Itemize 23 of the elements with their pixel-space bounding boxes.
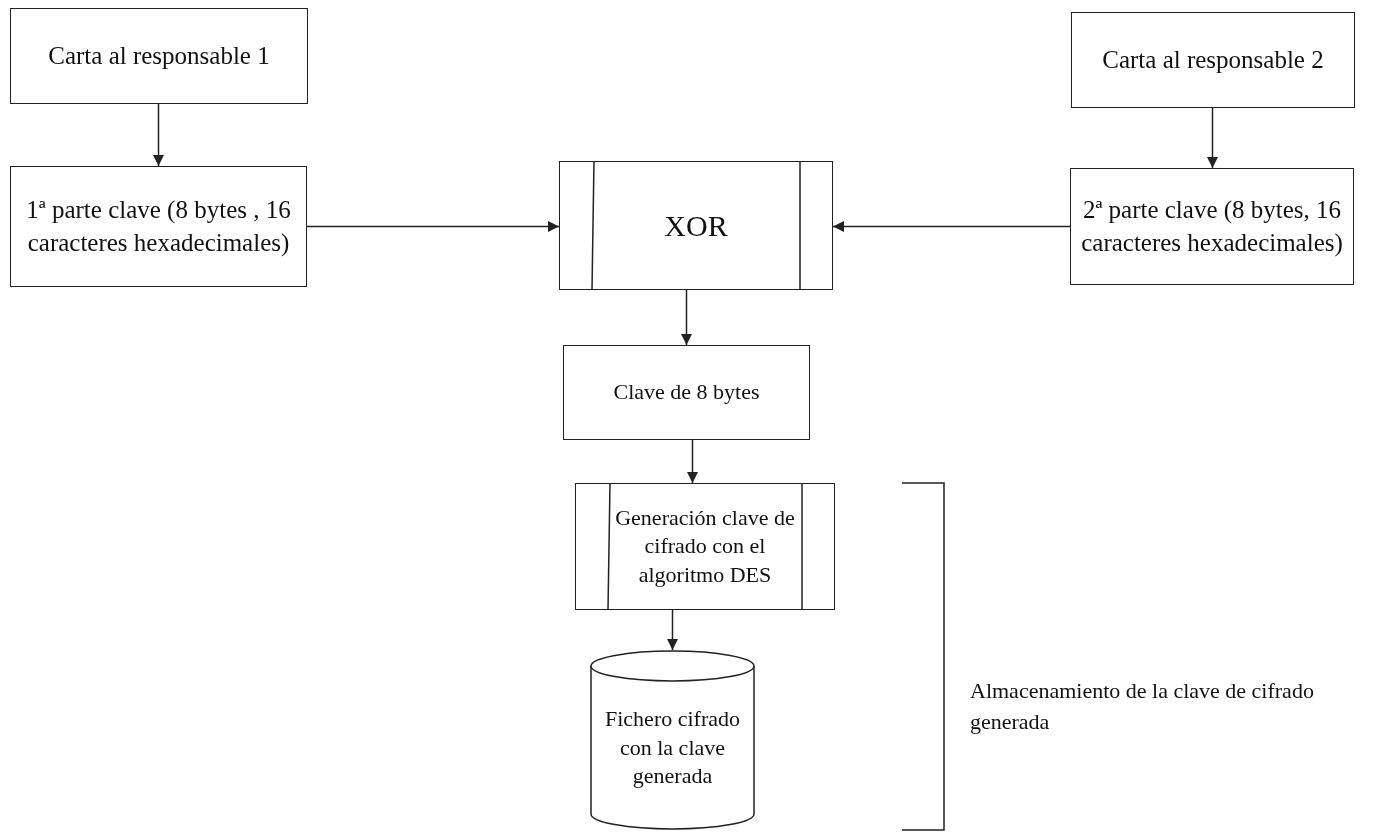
node-text: Generación clave de cifrado con el algoritmo DES <box>614 503 796 589</box>
process-box <box>563 345 810 440</box>
arrow <box>667 609 678 651</box>
node-text: 2ª parte clave (8 bytes, 16 caracteres hexadecimales) <box>1080 195 1344 259</box>
arrow <box>1207 107 1218 169</box>
node-text: XOR <box>664 208 728 244</box>
node-text: Fichero cifrado con la clave generada <box>604 705 741 791</box>
node-text: 1ª parte clave (8 bytes , 16 caracteres hexadecimales) <box>25 195 292 258</box>
arrow <box>153 103 164 167</box>
process-box <box>10 166 307 287</box>
node-text: Carta al responsable 2 <box>1102 44 1324 75</box>
node-text: Clave de 8 bytes <box>613 378 760 407</box>
arrow <box>681 289 692 346</box>
process-box <box>1070 168 1354 285</box>
process-box <box>1071 12 1355 108</box>
process-box <box>10 8 308 104</box>
node-text: Carta al responsable 1 <box>48 40 270 71</box>
arrow <box>832 221 1071 232</box>
bracket-note: Almacenamiento de la clave de cifrado generada <box>970 677 1315 736</box>
predefined-process-box <box>559 161 833 290</box>
arrow <box>306 221 560 232</box>
predefined-process-box <box>575 483 835 610</box>
arrow <box>687 439 698 484</box>
